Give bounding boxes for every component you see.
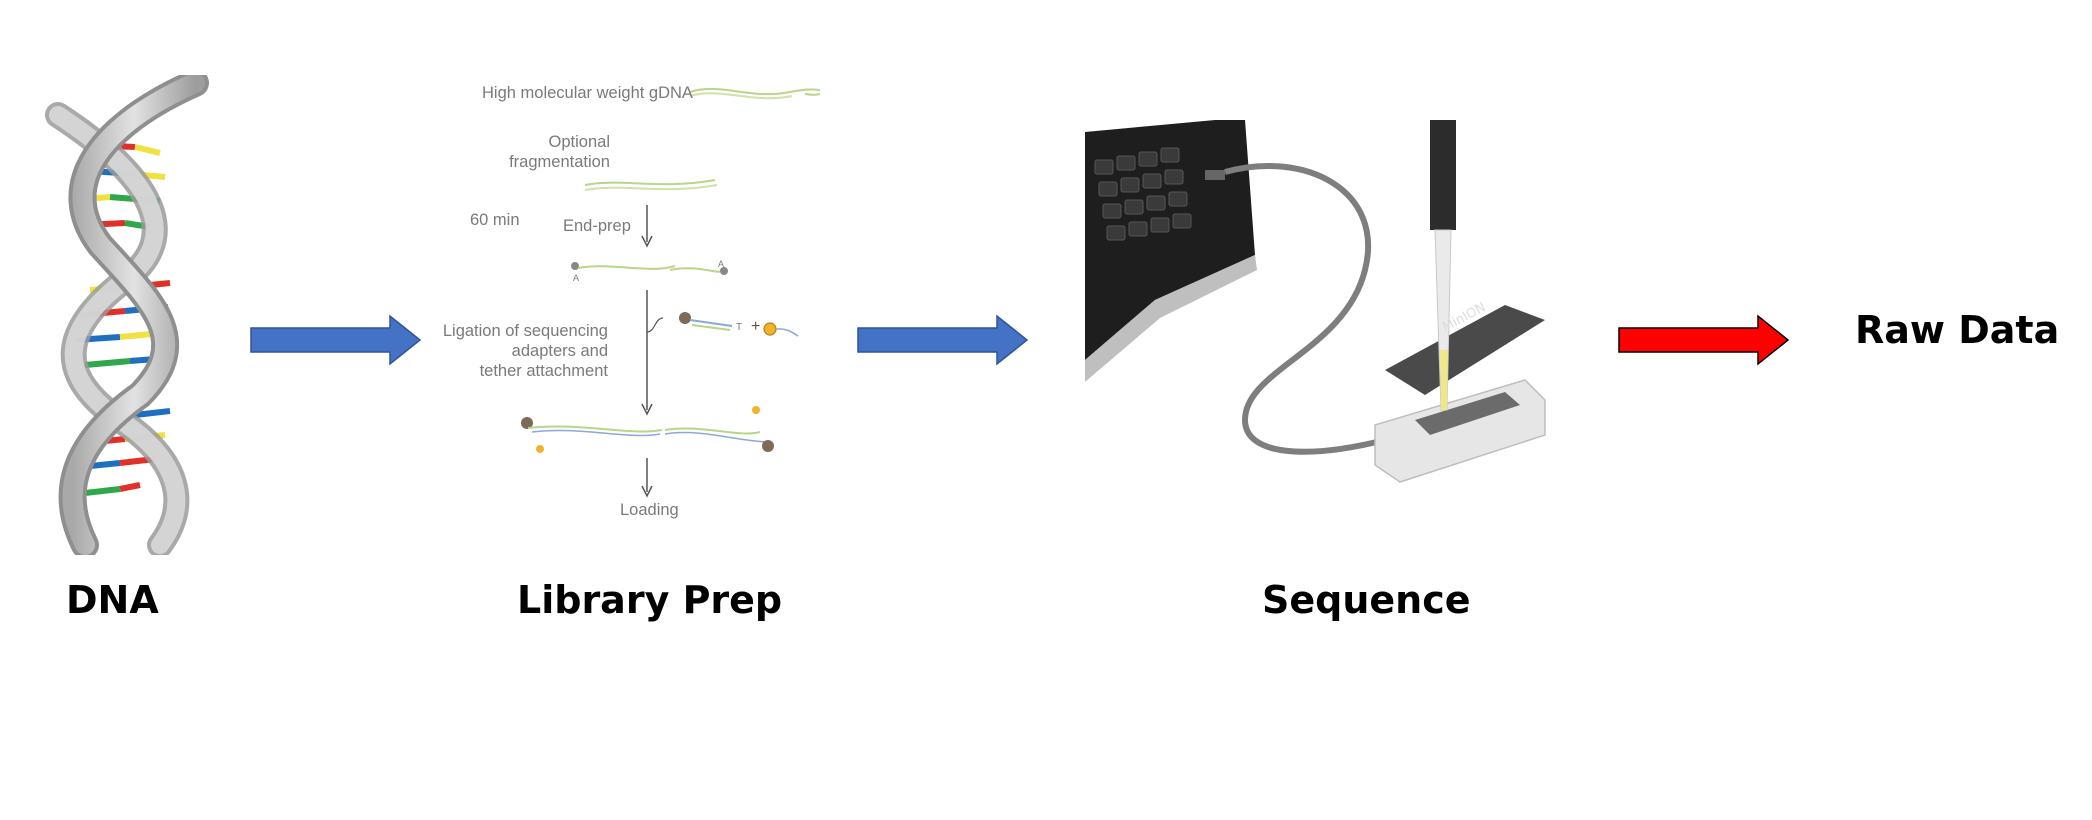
arrow-right-icon — [1618, 314, 1790, 366]
ligation-label: Ligation of sequencing adapters and teth… — [443, 321, 608, 381]
time-label: 60 min — [470, 211, 520, 229]
ligation-label-line3: tether attachment — [479, 362, 608, 380]
tether-strand — [775, 328, 799, 337]
ligated-tether-right — [752, 406, 760, 414]
fragmentation-label-line2: fragmentation — [509, 153, 610, 171]
ligated-strand-left — [527, 425, 663, 433]
stage-label-sequence: Sequence — [1262, 578, 1471, 622]
output-arrow — [1618, 314, 1790, 366]
fragment-strand-2 — [584, 184, 718, 191]
loading-label: Loading — [620, 501, 679, 519]
plus-sign: + — [751, 318, 761, 335]
adapter-t-marker: T — [736, 322, 743, 333]
base-pair-1-right — [134, 144, 161, 156]
process-arrow-2 — [857, 314, 1029, 366]
minion-flow-cell — [1415, 392, 1520, 435]
minion-lid — [1385, 305, 1545, 395]
process-arrow-1 — [250, 314, 422, 366]
adapter-strand — [689, 319, 733, 327]
library-prep-schematic — [521, 87, 820, 498]
pipette-body — [1430, 120, 1456, 230]
ligated-tether-left — [536, 445, 544, 453]
adapter-motor-icon — [679, 312, 691, 324]
ligated-motor-left — [521, 417, 533, 429]
end-prepped-strand-left — [577, 265, 676, 270]
usb-cable — [1224, 163, 1386, 455]
laptop-keyboard — [1094, 147, 1192, 241]
flow-arrow-head-3 — [641, 485, 653, 498]
arrow-right-icon — [857, 314, 1029, 366]
adapter-strand-2 — [691, 324, 731, 331]
fragmentation-label-line1: Optional — [548, 133, 610, 151]
arrow-right-icon — [250, 314, 422, 366]
stage-label-dna: DNA — [66, 578, 159, 622]
ligation-label-line1: Ligation of sequencing — [442, 322, 608, 340]
dna-helix-illustration — [45, 75, 209, 555]
adapter-a-marker-left: A — [573, 273, 580, 283]
base-pair-12-left — [84, 486, 121, 496]
tether-bead-icon — [763, 322, 777, 336]
hmw-dna-strand — [689, 87, 820, 96]
end-prepped-strand-right — [669, 267, 723, 273]
end-prep-label: End-prep — [563, 217, 631, 235]
flow-branch-curve — [646, 317, 664, 333]
dna-strand-back-highlight — [49, 106, 186, 554]
fragmentation-label: Optional fragmentation — [509, 132, 610, 172]
hmw-gdna-label: High molecular weight gDNA — [482, 84, 693, 102]
end-prep-bead-right — [720, 267, 728, 275]
hmw-dna-strand-2 — [689, 92, 793, 100]
flow-arrow-head-2 — [641, 403, 653, 416]
end-prep-bead-left — [571, 262, 579, 270]
ligation-label-line2: adapters and — [511, 342, 608, 360]
library-prep-figure: High molecular weight gDNA Optional frag… — [443, 70, 820, 540]
laptop-edge — [1085, 255, 1257, 382]
base-pair-12-right — [119, 482, 141, 492]
base-pair-8-left — [84, 358, 131, 368]
pipette-liquid — [1440, 350, 1448, 410]
adapter-a-marker-right: A — [718, 259, 725, 269]
flow-arrow-head-1 — [641, 235, 653, 248]
fragment-strand — [584, 179, 716, 186]
dna-strand-front-highlight — [62, 75, 205, 555]
stage-label-library-prep: Library Prep — [517, 578, 783, 622]
base-pair-9-right — [134, 408, 171, 418]
laptop-usb-port — [1205, 170, 1225, 180]
ligated-strand-right-2 — [664, 431, 771, 443]
minion-device-body — [1374, 379, 1546, 483]
minion-sequencer-photo — [1085, 120, 1546, 483]
ligated-strand-right — [664, 427, 761, 435]
stage-label-raw-data: Raw Data — [1855, 308, 2060, 352]
ligated-motor-right — [762, 440, 774, 452]
ligated-strand-left-2 — [531, 429, 661, 437]
